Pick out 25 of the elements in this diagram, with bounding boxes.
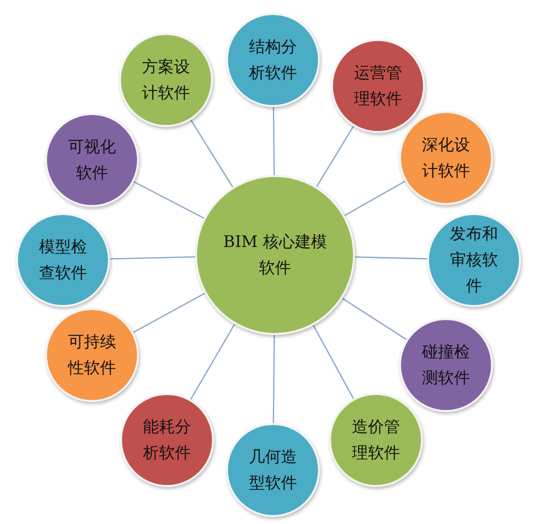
connector-line <box>344 180 406 216</box>
circle-node: 模型检查软件 <box>16 213 110 307</box>
connector-line <box>190 120 234 188</box>
circle-node: 深化设计软件 <box>399 111 493 205</box>
connector-line <box>190 324 236 400</box>
circle-node: BIM 核心建模软件 <box>195 175 355 335</box>
connector-line <box>133 181 204 219</box>
circle-node: 方案设计软件 <box>119 33 213 127</box>
circle-node: 可视化软件 <box>45 113 139 207</box>
circle-node: 运营管理软件 <box>331 39 425 133</box>
circle-node: 造价管理软件 <box>329 393 423 487</box>
connector-line <box>272 107 275 176</box>
connector-line <box>132 292 206 334</box>
connector-line <box>354 256 428 260</box>
circle-node: 能耗分析软件 <box>120 393 214 487</box>
circle-node: 碰撞检测软件 <box>399 318 493 412</box>
connector-line <box>342 298 407 340</box>
connector-line <box>316 126 354 188</box>
connector-line <box>110 256 196 260</box>
connector-line <box>312 324 354 400</box>
circle-node: 可持续性软件 <box>45 308 139 402</box>
connector-line <box>272 334 275 423</box>
circle-node: 结构分析软件 <box>226 13 320 107</box>
circle-node: 几何造型软件 <box>226 423 320 517</box>
circle-node: 发布和审核软件 <box>427 213 521 307</box>
